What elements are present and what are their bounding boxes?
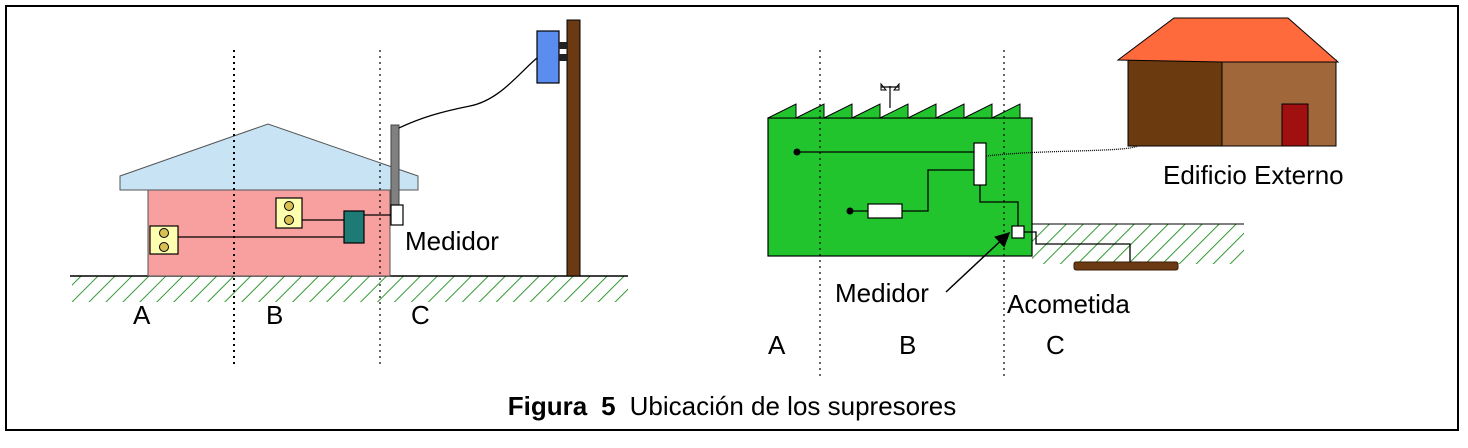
figure-caption: Figura 5 Ubicación de los supresores: [508, 391, 957, 421]
caption-prefix: Figura: [508, 391, 588, 421]
building-wire-to-meter: [979, 185, 1019, 226]
service-entrance-label: Acometida: [1007, 289, 1130, 319]
external-building-label: Edificio Externo: [1163, 160, 1344, 190]
ground-rod: [1073, 261, 1179, 271]
outlet-center: [275, 197, 303, 229]
left-diagram: Medidor A B C: [70, 19, 628, 366]
caption-number: 5: [601, 391, 615, 421]
caption-text: Ubicación de los supresores: [630, 391, 957, 421]
right-diagram: Medidor Acometida Edificio Externo A B C: [767, 17, 1344, 376]
house-roof: [119, 123, 419, 191]
figure-frame: [5, 5, 1459, 431]
transformer-bracket-bottom: [559, 54, 568, 61]
service-mast: [390, 124, 400, 206]
main-suppressor: [973, 142, 987, 186]
utility-pole: [566, 19, 581, 277]
external-building-door: [1281, 103, 1309, 147]
left-meter-label: Medidor: [405, 226, 499, 256]
meter-box-right: [1011, 225, 1025, 239]
transformer-bracket-top: [559, 42, 568, 49]
right-zone-b-label: B: [899, 330, 916, 360]
right-zone-a-label: A: [768, 330, 786, 360]
equipment-suppressor: [867, 203, 903, 219]
left-zone-b-label: B: [266, 300, 283, 330]
green-building: [767, 117, 1033, 257]
right-meter-label: Medidor: [835, 278, 929, 308]
left-zone-c-label: C: [411, 300, 430, 330]
meter-to-ground-wire: [1024, 231, 1131, 266]
left-ground-hatch: [72, 276, 628, 302]
right-zone-c-label: C: [1046, 330, 1065, 360]
left-zone-a-label: A: [133, 300, 151, 330]
meter-box-left: [390, 204, 404, 226]
external-building: [1116, 17, 1340, 147]
distribution-panel: [343, 210, 365, 244]
service-drop-wire-left: [398, 57, 538, 129]
building-wire-mid: [902, 169, 974, 212]
meter-pointer-arrow: [945, 231, 1011, 293]
building-sawtooth-roof: [767, 103, 1021, 119]
outlet-left: [149, 225, 179, 255]
transformer: [536, 30, 560, 84]
antenna-icon: [880, 82, 900, 108]
